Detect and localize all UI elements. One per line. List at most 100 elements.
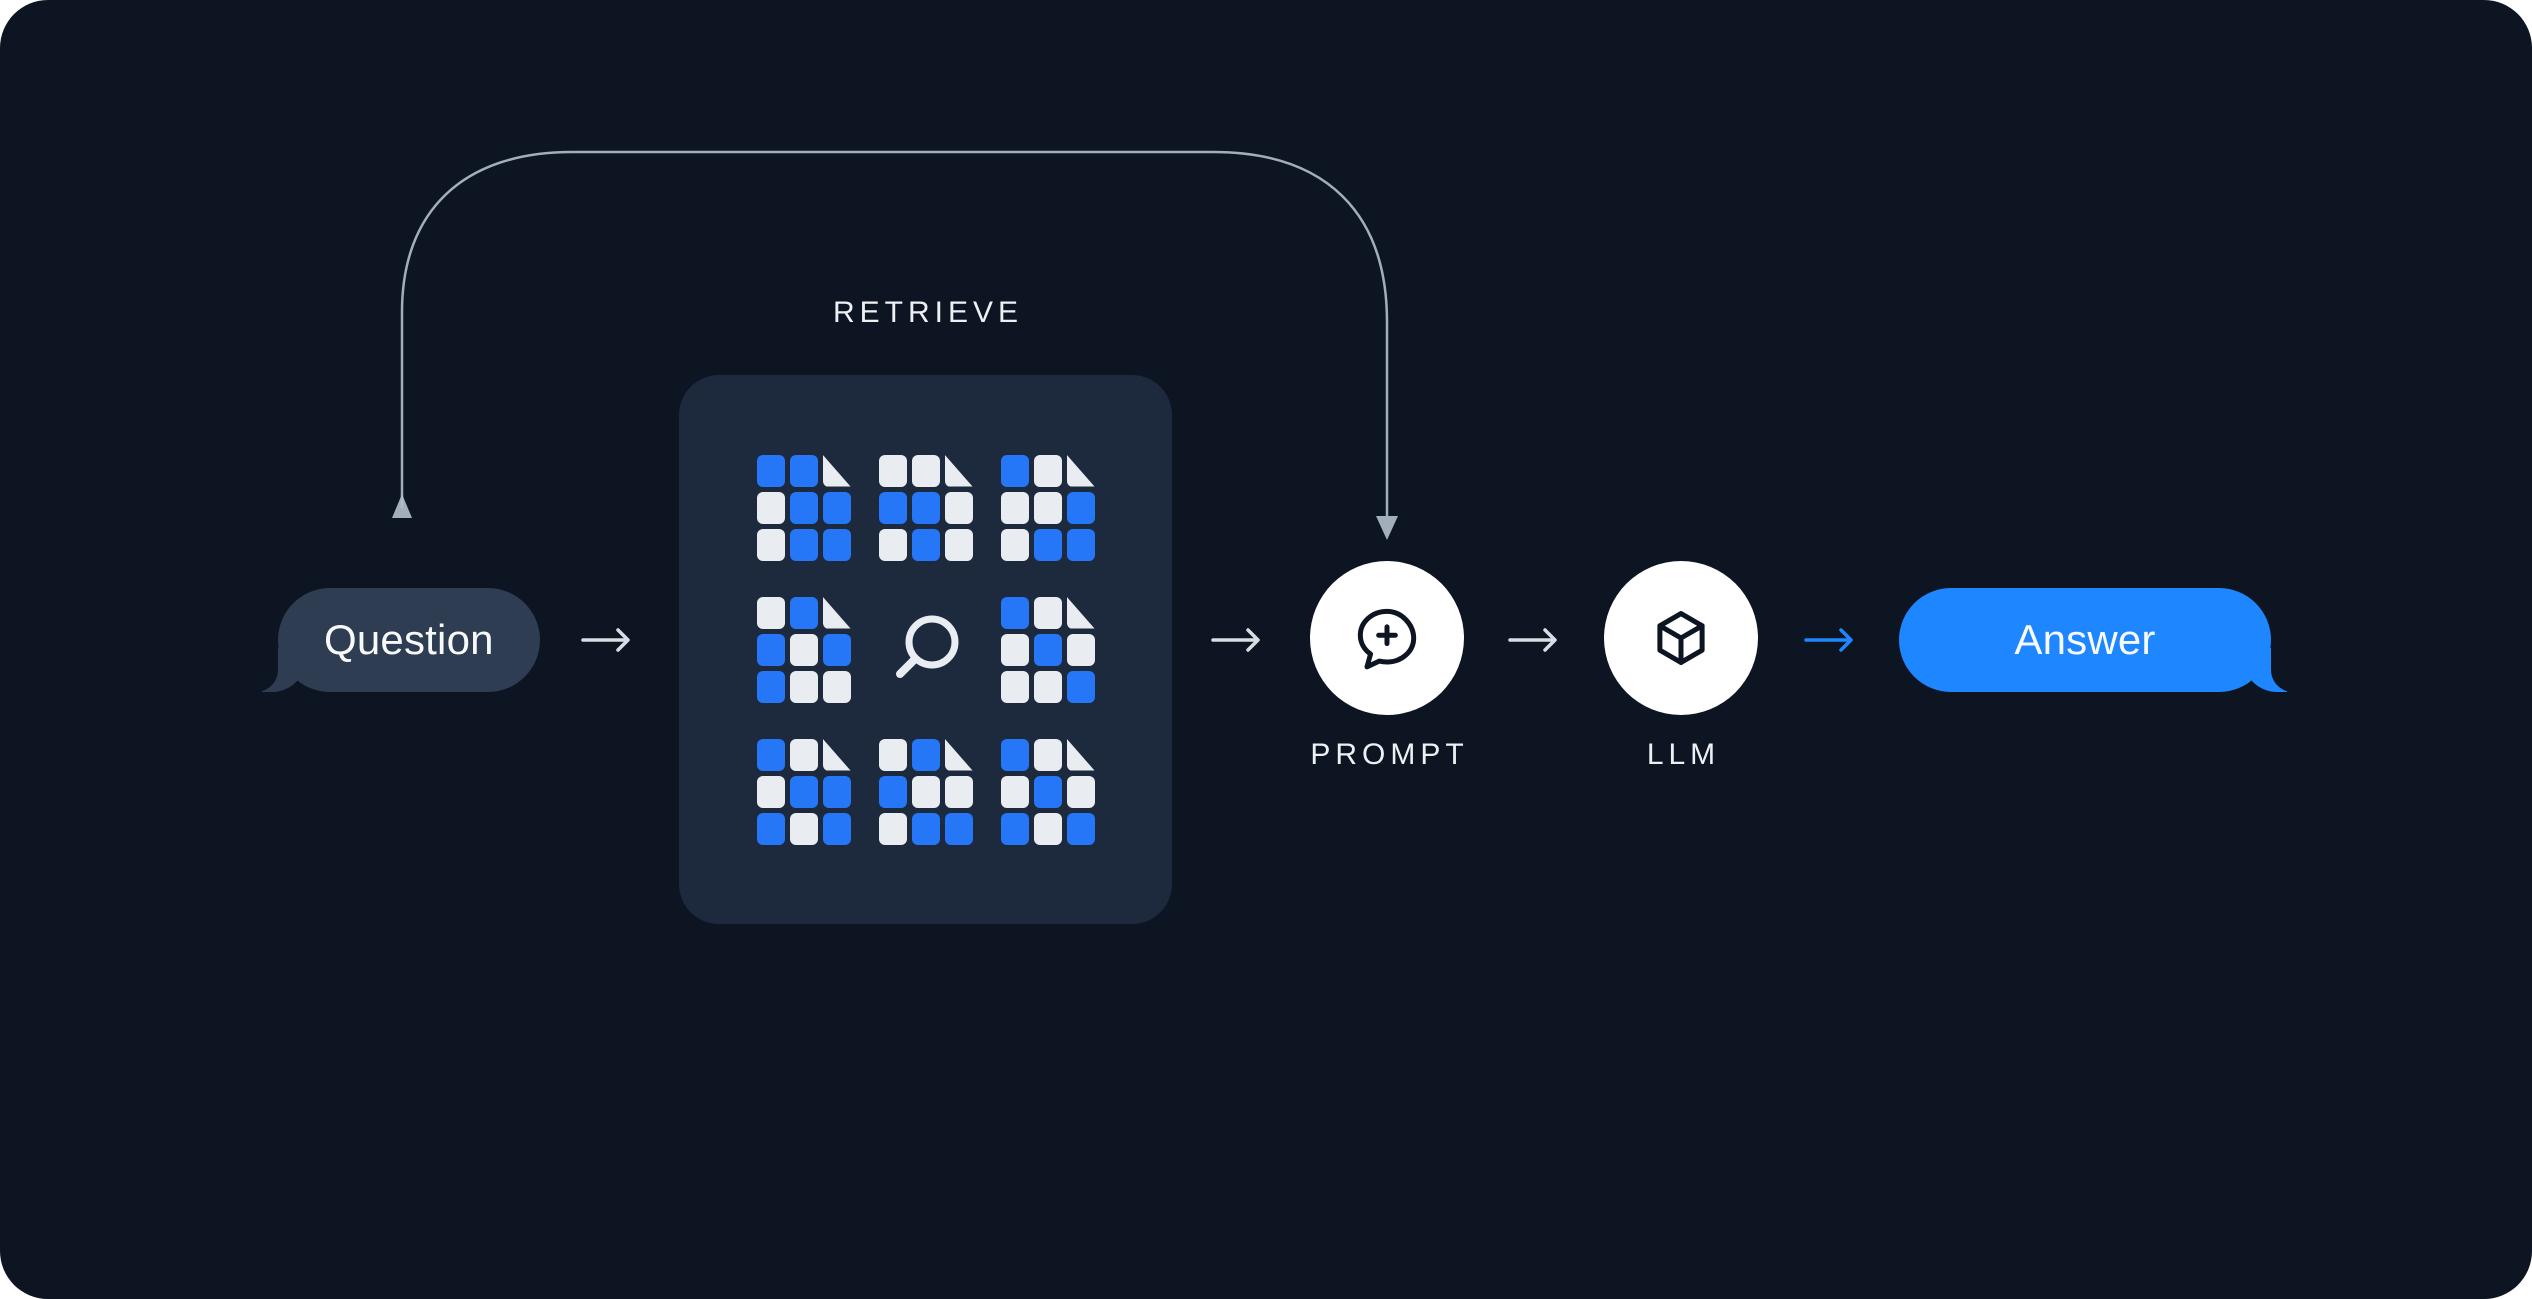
connector-end-arrowhead-icon [1376, 516, 1398, 540]
doc-cell [822, 670, 851, 703]
doc-cell [789, 633, 818, 666]
arrow-right-icon [581, 628, 630, 652]
doc-cell [822, 633, 851, 666]
doc-cell [756, 528, 785, 561]
doc-cell [944, 775, 973, 808]
arrow-right-blue-icon [1804, 628, 1853, 652]
doc-cell [1000, 596, 1029, 629]
doc-cell [1066, 528, 1095, 561]
retrieve-label: RETRIEVE [832, 296, 1024, 329]
answer-bubble: Answer [1899, 588, 2293, 692]
doc-cell [944, 491, 973, 524]
document-grid-icon [756, 454, 851, 561]
doc-cell [756, 738, 785, 771]
doc-cell [911, 454, 940, 487]
doc-cell [789, 596, 818, 629]
doc-cell [1000, 775, 1029, 808]
doc-cell [1033, 812, 1062, 845]
document-grid-icon [878, 738, 973, 845]
doc-cell [1000, 491, 1029, 524]
doc-cell [789, 670, 818, 703]
doc-cell [1000, 670, 1029, 703]
doc-cell [789, 454, 818, 487]
page-fold [1066, 596, 1095, 629]
docs-grid [756, 454, 1095, 845]
doc-cell [1000, 812, 1029, 845]
document-grid-icon [756, 738, 851, 845]
doc-cell [1066, 812, 1095, 845]
doc-cell [1066, 670, 1095, 703]
doc-cell [1033, 454, 1062, 487]
document-grid-icon [1000, 596, 1095, 703]
doc-cell [1000, 454, 1029, 487]
llm-label: LLM [1646, 738, 1721, 771]
doc-cell [878, 738, 907, 771]
doc-cell [789, 491, 818, 524]
doc-cell [1066, 633, 1095, 666]
page-fold [944, 738, 973, 771]
doc-cell [822, 528, 851, 561]
cube-icon [1657, 611, 1705, 665]
doc-cell [1033, 491, 1062, 524]
document-grid-icon [1000, 738, 1095, 845]
doc-cell [1066, 775, 1095, 808]
doc-cell [822, 491, 851, 524]
doc-cell [911, 491, 940, 524]
doc-cell [878, 454, 907, 487]
doc-cell [911, 738, 940, 771]
doc-cell [911, 528, 940, 561]
doc-cell [944, 812, 973, 845]
page-fold [1066, 454, 1095, 487]
doc-cell [1000, 633, 1029, 666]
llm-node [1604, 561, 1758, 715]
doc-cell [756, 812, 785, 845]
doc-cell [756, 596, 785, 629]
doc-cell [756, 775, 785, 808]
chat-plus-icon [1357, 608, 1417, 670]
doc-cell [789, 812, 818, 845]
magnifier-icon [895, 615, 958, 678]
question-label: Question [324, 616, 494, 663]
doc-cell [878, 812, 907, 845]
doc-cell [1033, 633, 1062, 666]
doc-cell [878, 491, 907, 524]
doc-cell [944, 528, 973, 561]
doc-cell [1033, 596, 1062, 629]
document-grid-icon [1000, 454, 1095, 561]
doc-cell [756, 491, 785, 524]
document-grid-icon [878, 454, 973, 561]
doc-cell [1066, 491, 1095, 524]
question-bubble: Question [256, 588, 540, 692]
retrieve-panel [679, 375, 1172, 924]
page-fold [944, 454, 973, 487]
doc-cell [822, 775, 851, 808]
page-fold [1066, 738, 1095, 771]
doc-cell [1000, 738, 1029, 771]
doc-cell [1033, 528, 1062, 561]
doc-cell [1033, 775, 1062, 808]
answer-label: Answer [2014, 616, 2156, 663]
search-slot [879, 597, 973, 703]
arrow-right-icon [1211, 628, 1260, 652]
doc-cell [789, 528, 818, 561]
document-grid-icon [756, 596, 851, 703]
doc-cell [756, 670, 785, 703]
doc-cell [789, 775, 818, 808]
doc-cell [1000, 528, 1029, 561]
doc-cell [756, 633, 785, 666]
prompt-label: PROMPT [1310, 738, 1469, 771]
prompt-node [1310, 561, 1464, 715]
doc-cell [911, 812, 940, 845]
doc-cell [878, 775, 907, 808]
doc-cell [1033, 738, 1062, 771]
arrow-right-icon [1508, 628, 1557, 652]
page-fold [822, 454, 851, 487]
doc-cell [756, 454, 785, 487]
doc-cell [789, 738, 818, 771]
doc-cell [822, 812, 851, 845]
doc-cell [878, 528, 907, 561]
page-fold [822, 738, 851, 771]
doc-cell [1033, 670, 1062, 703]
doc-cell [911, 775, 940, 808]
